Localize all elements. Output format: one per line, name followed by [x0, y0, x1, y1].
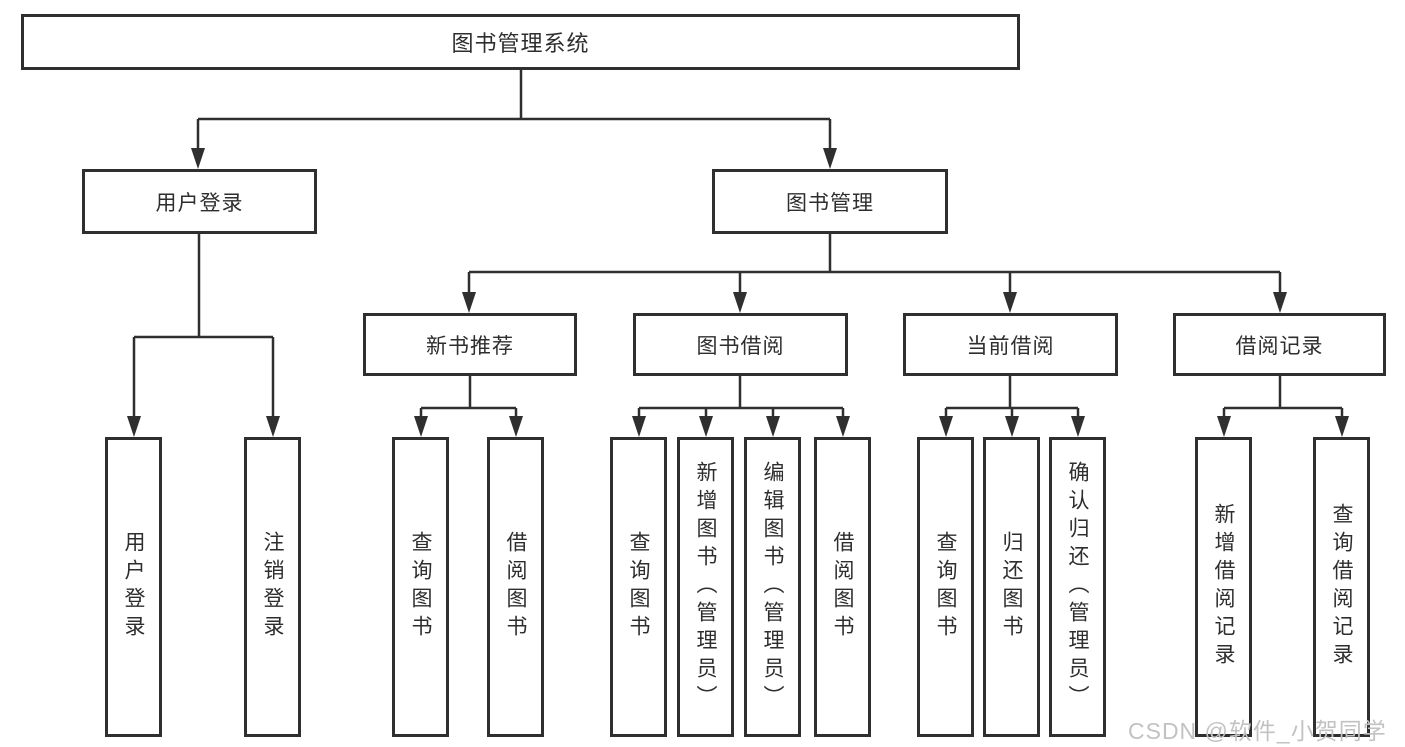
leaf-add-borrow-record: 新增借阅记录: [1195, 437, 1252, 737]
leaf-borrow-books: 借阅图书: [814, 437, 871, 737]
leaf-label: 查询图书: [934, 531, 957, 643]
csdn-watermark: CSDN @软件_小贺同学: [1128, 718, 1387, 744]
leaf-query-books-borrow: 查询图书: [610, 437, 667, 737]
node-borrowing-records: 借阅记录: [1173, 313, 1386, 376]
leaf-label: 归还图书: [1000, 531, 1023, 643]
node-label: 新书推荐: [426, 334, 514, 358]
leaf-query-books-recommend: 查询图书: [392, 437, 449, 737]
leaf-label: 确认归还（管理员）: [1066, 461, 1089, 713]
leaf-query-books-current: 查询图书: [917, 437, 974, 737]
node-label: 图书管理: [786, 191, 874, 215]
node-new-book-recommendation: 新书推荐: [363, 313, 577, 376]
leaf-add-book-admin: 新增图书（管理员）: [677, 437, 734, 737]
node-label: 用户登录: [155, 191, 244, 215]
node-book-management: 图书管理: [712, 169, 948, 234]
leaf-label: 编辑图书（管理员）: [761, 461, 784, 713]
leaf-logout: 注销登录: [244, 437, 301, 737]
leaf-label: 查询图书: [409, 531, 432, 643]
leaf-borrow-books-recommend: 借阅图书: [487, 437, 544, 737]
arrowheads: [127, 148, 1349, 437]
leaf-confirm-return-admin: 确认归还（管理员）: [1049, 437, 1106, 737]
leaf-edit-book-admin: 编辑图书（管理员）: [744, 437, 801, 737]
node-label: 图书管理系统: [451, 31, 590, 56]
node-current-borrowing: 当前借阅: [903, 313, 1118, 376]
leaf-label: 用户登录: [122, 531, 145, 643]
node-label: 当前借阅: [966, 334, 1055, 358]
node-user-login: 用户登录: [82, 169, 317, 234]
node-label: 借阅记录: [1235, 334, 1324, 358]
leaf-query-borrow-record: 查询借阅记录: [1313, 437, 1370, 737]
leaf-label: 借阅图书: [504, 531, 527, 643]
leaf-return-book: 归还图书: [983, 437, 1040, 737]
node-label: 图书借阅: [696, 334, 785, 358]
leaf-label: 查询借阅记录: [1330, 503, 1353, 671]
node-library-management-system: 图书管理系统: [21, 14, 1020, 70]
leaf-label: 新增图书（管理员）: [694, 461, 717, 713]
leaf-label: 新增借阅记录: [1212, 503, 1235, 671]
leaf-label: 注销登录: [261, 531, 284, 643]
node-book-borrowing: 图书借阅: [633, 313, 848, 376]
leaf-label: 查询图书: [627, 531, 650, 643]
leaf-label: 借阅图书: [831, 531, 854, 643]
leaf-user-login: 用户登录: [105, 437, 162, 737]
